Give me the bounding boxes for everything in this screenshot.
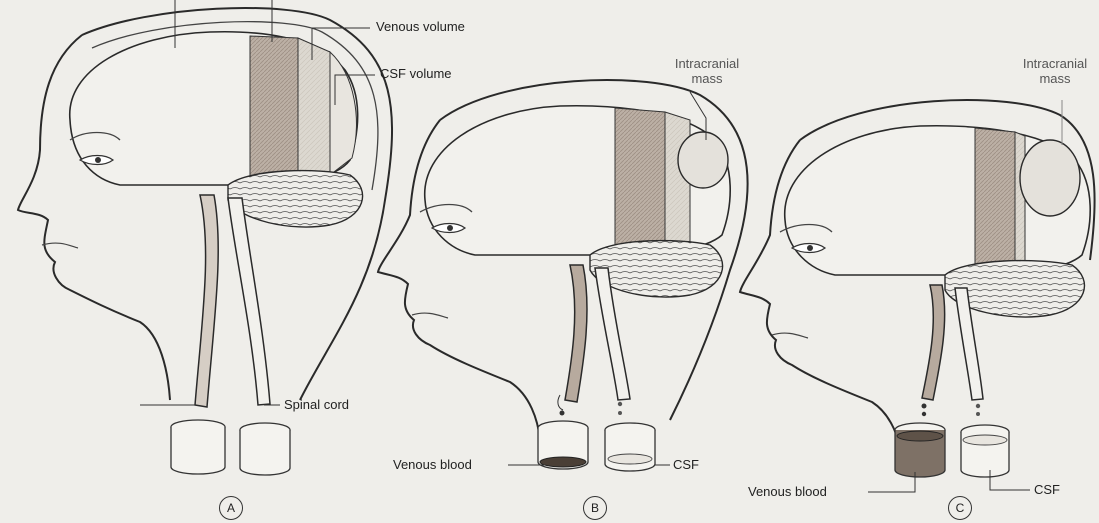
label-csf-b: CSF [673, 457, 699, 472]
panel-c [740, 100, 1095, 492]
csf-region-a [298, 38, 330, 185]
label-venous-blood-c: Venous blood [748, 484, 827, 499]
jugular-vein-a [195, 195, 218, 407]
panel-label-c: C [948, 496, 972, 520]
spinal-cord-a [228, 198, 270, 405]
panel-label-b: B [583, 496, 607, 520]
label-intracranial-mass-b: Intracranial mass [664, 56, 750, 86]
venous-region-a [250, 36, 298, 185]
intracranial-mass-b [678, 132, 728, 188]
container-csf-b [605, 423, 655, 471]
label-intracranial-mass-c: Intracranial mass [1012, 56, 1098, 86]
panel-b [378, 80, 748, 471]
label-venous-volume: Venous volume [376, 19, 465, 34]
venous-region-b [615, 108, 665, 255]
jugular-vein-c [922, 285, 945, 400]
cerebellum-a [228, 171, 363, 227]
venous-region-c [975, 128, 1015, 275]
csf-region-c [1015, 132, 1025, 275]
container-venous-blood-b [538, 421, 588, 469]
label-spinal-cord: Spinal cord [284, 397, 349, 412]
label-csf-c: CSF [1034, 482, 1060, 497]
label-csf-volume: CSF volume [380, 66, 452, 81]
jugular-vein-b [565, 265, 587, 402]
intracranial-mass-c [1020, 140, 1080, 216]
panel-label-a: A [219, 496, 243, 520]
container-csf-c [961, 425, 1009, 477]
csf-region-b [665, 112, 690, 255]
container-a-right [240, 423, 290, 475]
container-venous-blood-c [895, 423, 945, 477]
container-a-left [171, 420, 225, 474]
label-venous-blood-b: Venous blood [393, 457, 472, 472]
